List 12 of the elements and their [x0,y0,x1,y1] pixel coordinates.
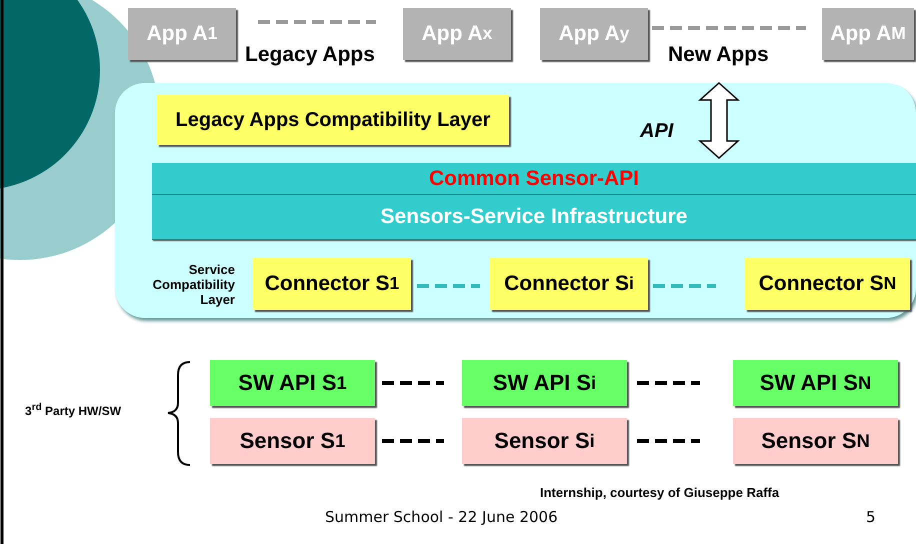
api-label: API [640,120,674,143]
legacy-apps-label: Legacy Apps [245,43,375,67]
layer-band: Common Sensor-API [152,163,916,195]
new-apps-label: New Apps [668,43,769,67]
layer-band: Sensors-Service Infrastructure [152,195,916,240]
party-label: 3$^{rd}$ Party HW/SW [25,402,122,418]
panel-background [115,83,916,318]
footer-text: Summer School - 22 June 2006 [325,508,558,526]
credit-note: Internship, courtesy of Giuseppe Raffa [540,485,780,500]
layer-label: Service Compatibility Layer [152,262,235,307]
page-number: 5 [866,508,876,526]
layer-band: Legacy Apps Compatibility Layer [157,95,509,145]
